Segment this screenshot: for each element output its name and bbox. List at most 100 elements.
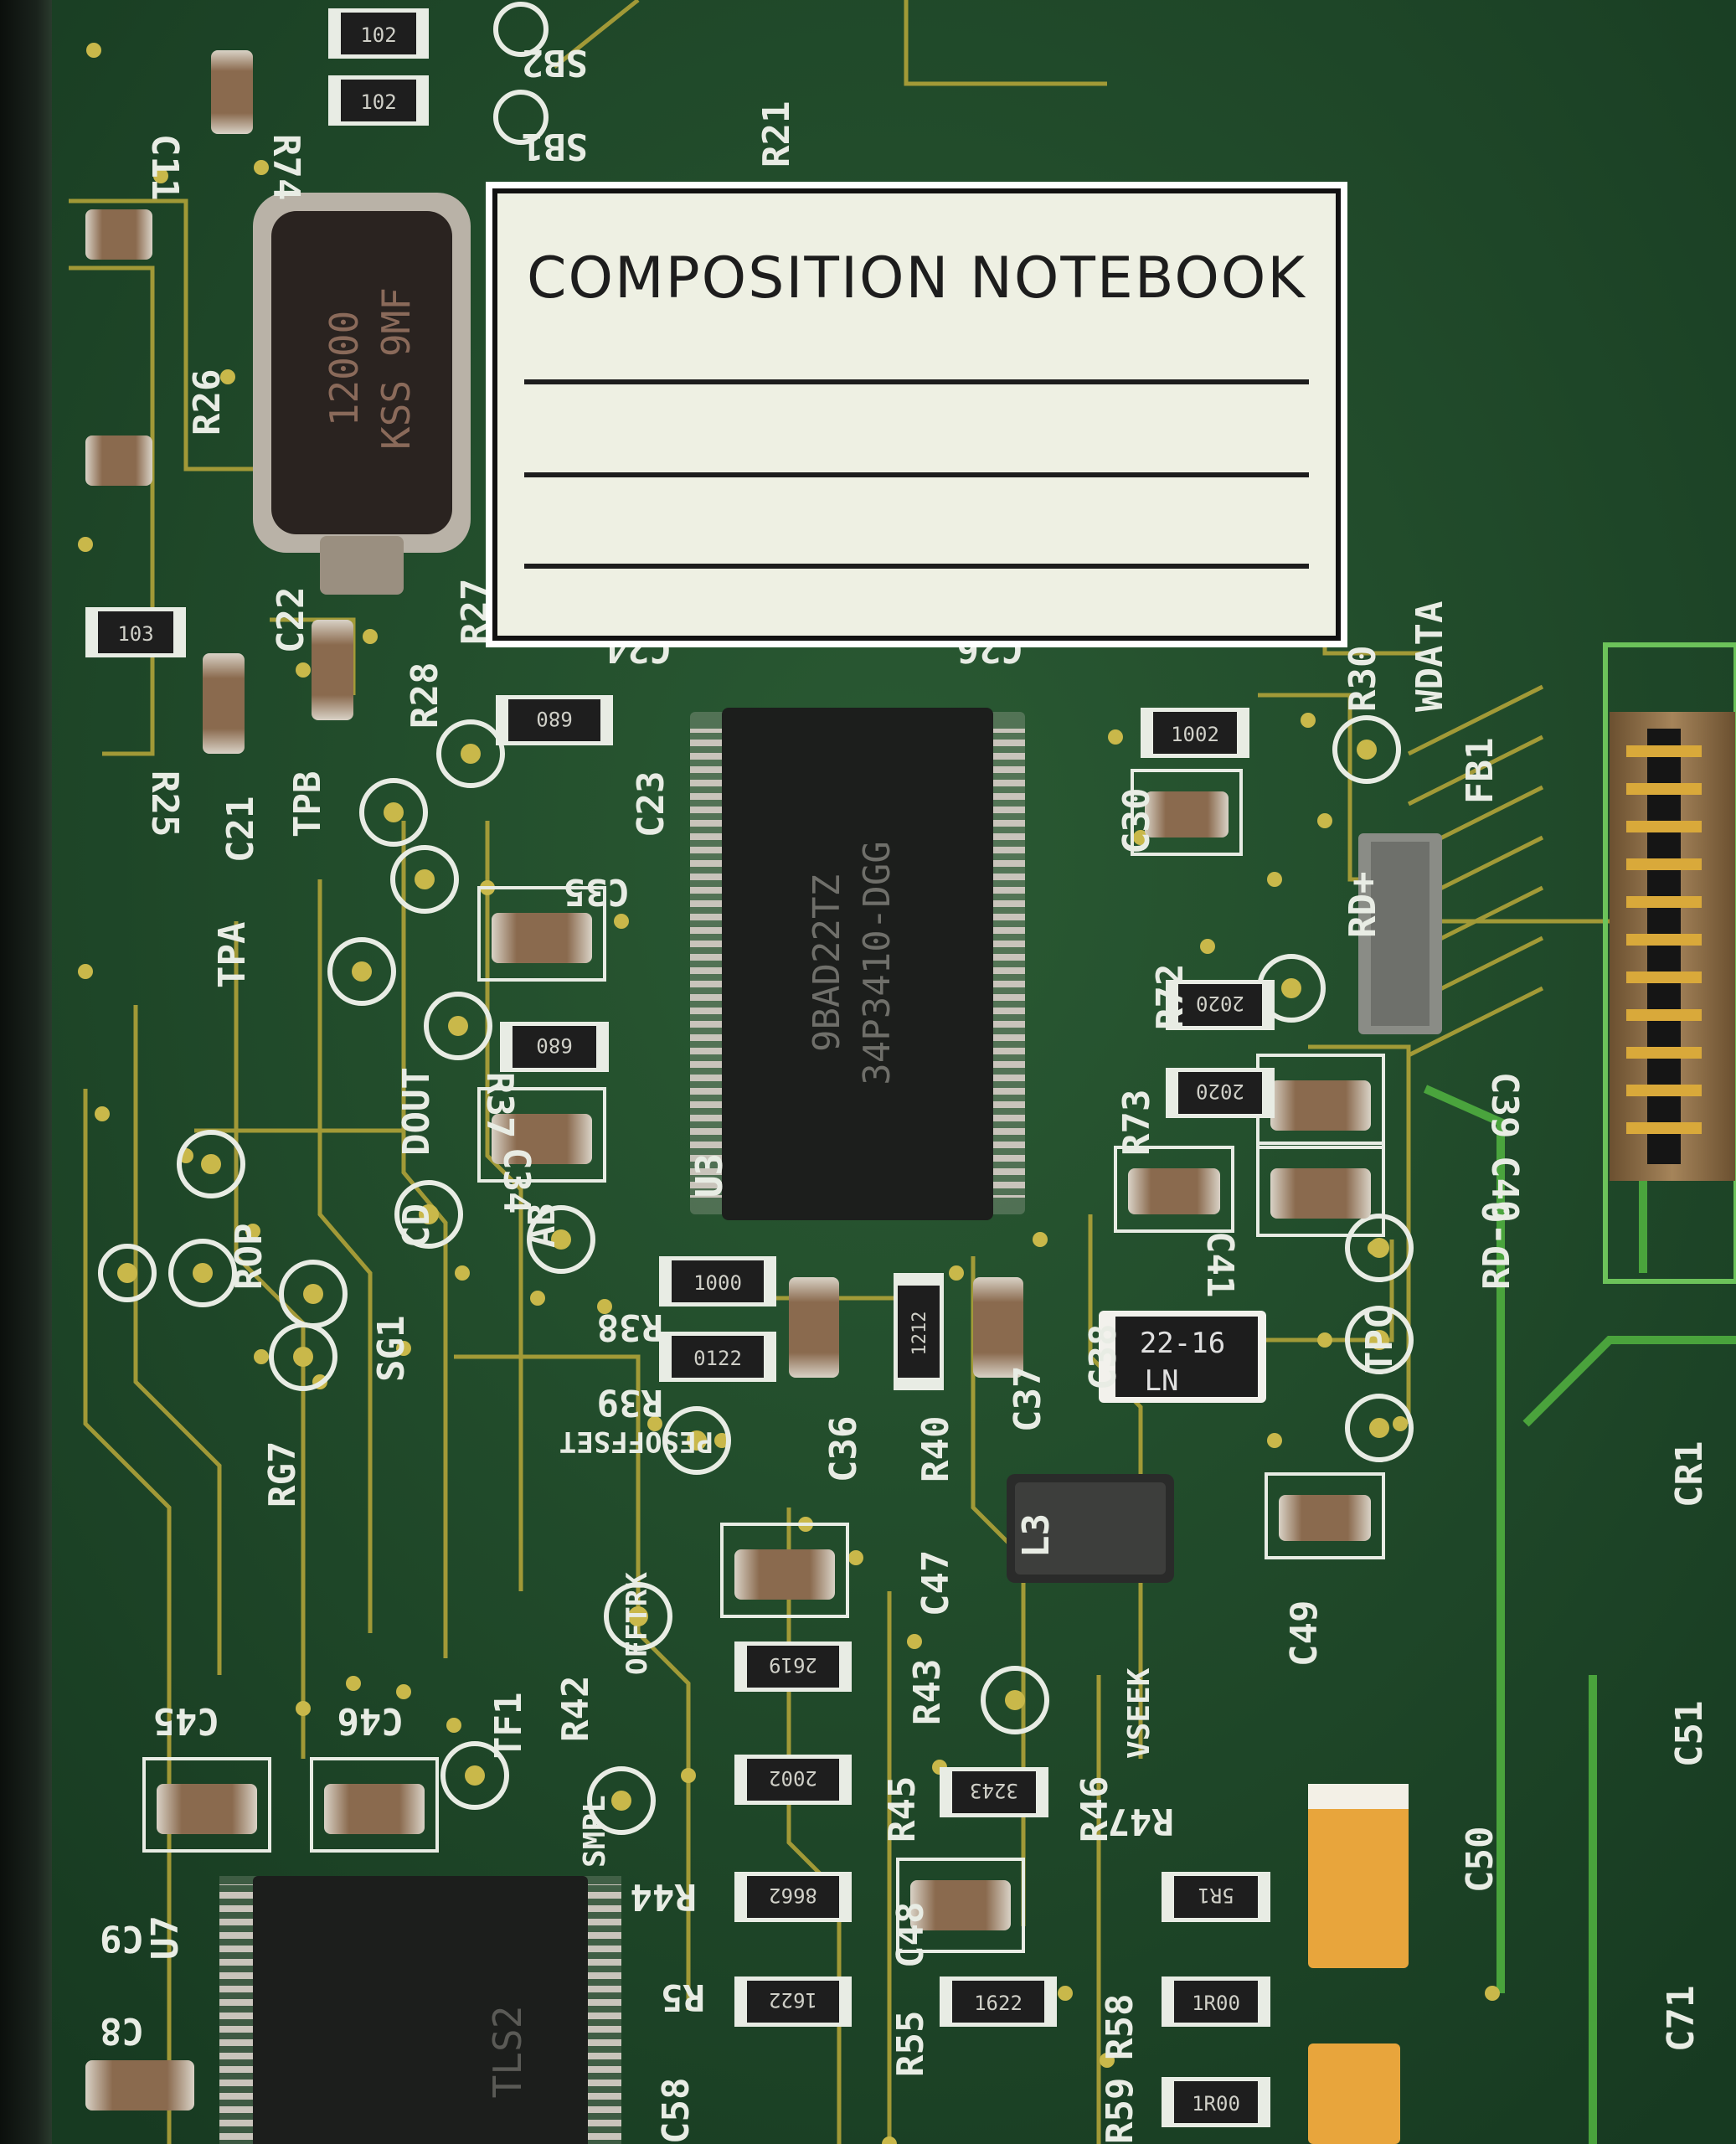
silk-label-35: RG7 <box>261 1441 304 1508</box>
silk-label-33: ROP <box>228 1224 270 1290</box>
silk-label-50: R42 <box>554 1676 597 1742</box>
silk-label-46: TPC <box>1358 1307 1401 1374</box>
silk-label-2: SB2 <box>522 41 588 84</box>
resistor-marking-5: 1002 <box>1171 723 1219 746</box>
resistor-marking-15: 1622 <box>769 1988 817 2012</box>
write-line-2 <box>524 472 1309 477</box>
silk-label-9: R25 <box>143 770 186 837</box>
silk-label-57: R46 <box>1074 1776 1116 1842</box>
silk-label-31: AB <box>521 1203 564 1248</box>
silk-label-1: C11 <box>143 134 186 200</box>
silk-label-65: R58 <box>1099 1994 1141 2060</box>
silk-label-20: C30 <box>1115 788 1158 854</box>
resistor-marking-8: 1212 <box>909 1312 930 1356</box>
silk-label-11: TPB <box>286 771 329 838</box>
resistor-marking-3: 680 <box>536 707 572 730</box>
write-line-1 <box>524 379 1309 384</box>
resistor-marking-19: 5R1 <box>1198 1884 1234 1907</box>
silk-label-40: R40 <box>914 1416 957 1482</box>
silk-label-70: C9 <box>100 1917 144 1960</box>
crystal-marking-2: KSS 9MF <box>373 287 419 450</box>
bottom-ic-marking: TLS2 <box>485 2006 530 2099</box>
silk-label-24: C40 <box>1483 1156 1526 1222</box>
silk-label-32: U3 <box>688 1153 731 1198</box>
silk-label-13: C35 <box>564 870 630 913</box>
silk-label-10: C21 <box>219 796 262 863</box>
cover-spine <box>0 0 52 2144</box>
silk-label-51: TF1 <box>487 1693 530 1759</box>
notebook-title: COMPOSITION NOTEBOOK <box>526 245 1306 312</box>
silk-label-0: R74 <box>265 134 307 200</box>
silk-label-55: VSEEK <box>1122 1667 1156 1759</box>
silk-label-54: R43 <box>906 1659 949 1725</box>
resistor-marking-1: 102 <box>360 90 396 114</box>
silk-label-44: C47 <box>914 1550 957 1616</box>
silk-label-38: PESOFFSET <box>559 1425 713 1458</box>
silk-label-12: TPA <box>211 922 254 988</box>
silk-label-72: C58 <box>655 2078 698 2144</box>
resistor-marking-6: 1000 <box>693 1271 742 1295</box>
silk-label-56: R45 <box>881 1776 924 1842</box>
resistor-marking-17: 1R00 <box>1192 1992 1240 2015</box>
silk-label-22: R73 <box>1115 1090 1158 1156</box>
silk-label-59: R47 <box>1108 1800 1174 1842</box>
resistor-marking-4: 680 <box>536 1033 572 1057</box>
silk-label-7: C22 <box>270 587 312 653</box>
silk-label-58: C51 <box>1668 1701 1711 1767</box>
silk-label-37: R39 <box>597 1381 663 1424</box>
silk-label-47: CR1 <box>1668 1441 1711 1508</box>
resistor-marking-9: 2020 <box>1196 992 1244 1015</box>
silk-label-68: R5 <box>661 1976 705 2018</box>
silk-label-41: C37 <box>1007 1366 1049 1432</box>
silk-label-8: R28 <box>404 662 446 729</box>
silk-label-53: C46 <box>337 1699 404 1742</box>
resistor-marking-13: 3243 <box>970 1779 1018 1802</box>
resistor-marking-12: 2002 <box>769 1766 817 1790</box>
silk-label-17: R30 <box>1342 646 1384 712</box>
silk-label-71: R59 <box>1099 2078 1141 2144</box>
resistor-marking-18: 1R00 <box>1192 2092 1240 2116</box>
resistor-marking-11: 2619 <box>769 1653 817 1677</box>
silk-label-29: DOUT <box>395 1067 438 1156</box>
silk-label-60: C50 <box>1459 1827 1502 1893</box>
silk-label-48: C41 <box>1198 1231 1241 1297</box>
silk-label-23: C39 <box>1483 1072 1526 1138</box>
resistor-marking-10: 2020 <box>1196 1080 1244 1103</box>
silk-label-28: C34 <box>495 1147 538 1214</box>
silk-label-3: SB1 <box>522 125 588 168</box>
notebook-label-frame: COMPOSITION NOTEBOOK <box>492 188 1341 641</box>
notebook-label: COMPOSITION NOTEBOOK <box>486 182 1347 647</box>
resistor-marking-16: 1622 <box>974 1992 1023 2015</box>
resistor-marking-14: 8662 <box>769 1884 817 1907</box>
silk-label-19: FB1 <box>1459 738 1502 804</box>
silk-label-34: SG1 <box>370 1316 413 1382</box>
silk-label-64: R55 <box>889 2011 932 2077</box>
silk-label-49: OFFTRK <box>621 1572 654 1675</box>
silk-label-43: L3 <box>1015 1513 1058 1558</box>
silk-label-45: C49 <box>1283 1600 1326 1667</box>
silk-label-5: R26 <box>186 369 229 436</box>
silk-label-25: RD-0 <box>1476 1201 1518 1290</box>
silk-label-30: CD <box>395 1203 438 1248</box>
crystal-marking-1: 12000 <box>322 311 367 426</box>
silk-label-63: C48 <box>889 1902 932 1968</box>
silk-label-67: U7 <box>144 1915 187 1960</box>
diode-marking-2: LN <box>1145 1364 1179 1398</box>
silk-label-42: C38 <box>1082 1324 1125 1390</box>
silk-label-62: R44 <box>631 1875 697 1918</box>
silk-label-14: C23 <box>630 771 672 838</box>
silk-label-61: SMPL <box>578 1795 612 1868</box>
silk-label-36: R38 <box>597 1306 663 1348</box>
resistor-marking-0: 102 <box>360 23 396 47</box>
silk-label-18: WDATA <box>1409 601 1451 712</box>
silk-label-66: C71 <box>1660 1986 1703 2052</box>
silk-label-52: C45 <box>153 1699 219 1742</box>
write-line-3 <box>524 564 1309 569</box>
main-ic-marking-1: 9BAD22TZ <box>806 874 848 1052</box>
resistor-marking-7: 0122 <box>693 1347 742 1370</box>
main-ic-marking-2: 34P3410-DGG <box>856 841 899 1085</box>
silk-label-39: C36 <box>822 1416 865 1482</box>
diode-marking-1: 22-16 <box>1140 1327 1225 1360</box>
silk-label-4: R21 <box>755 101 798 168</box>
